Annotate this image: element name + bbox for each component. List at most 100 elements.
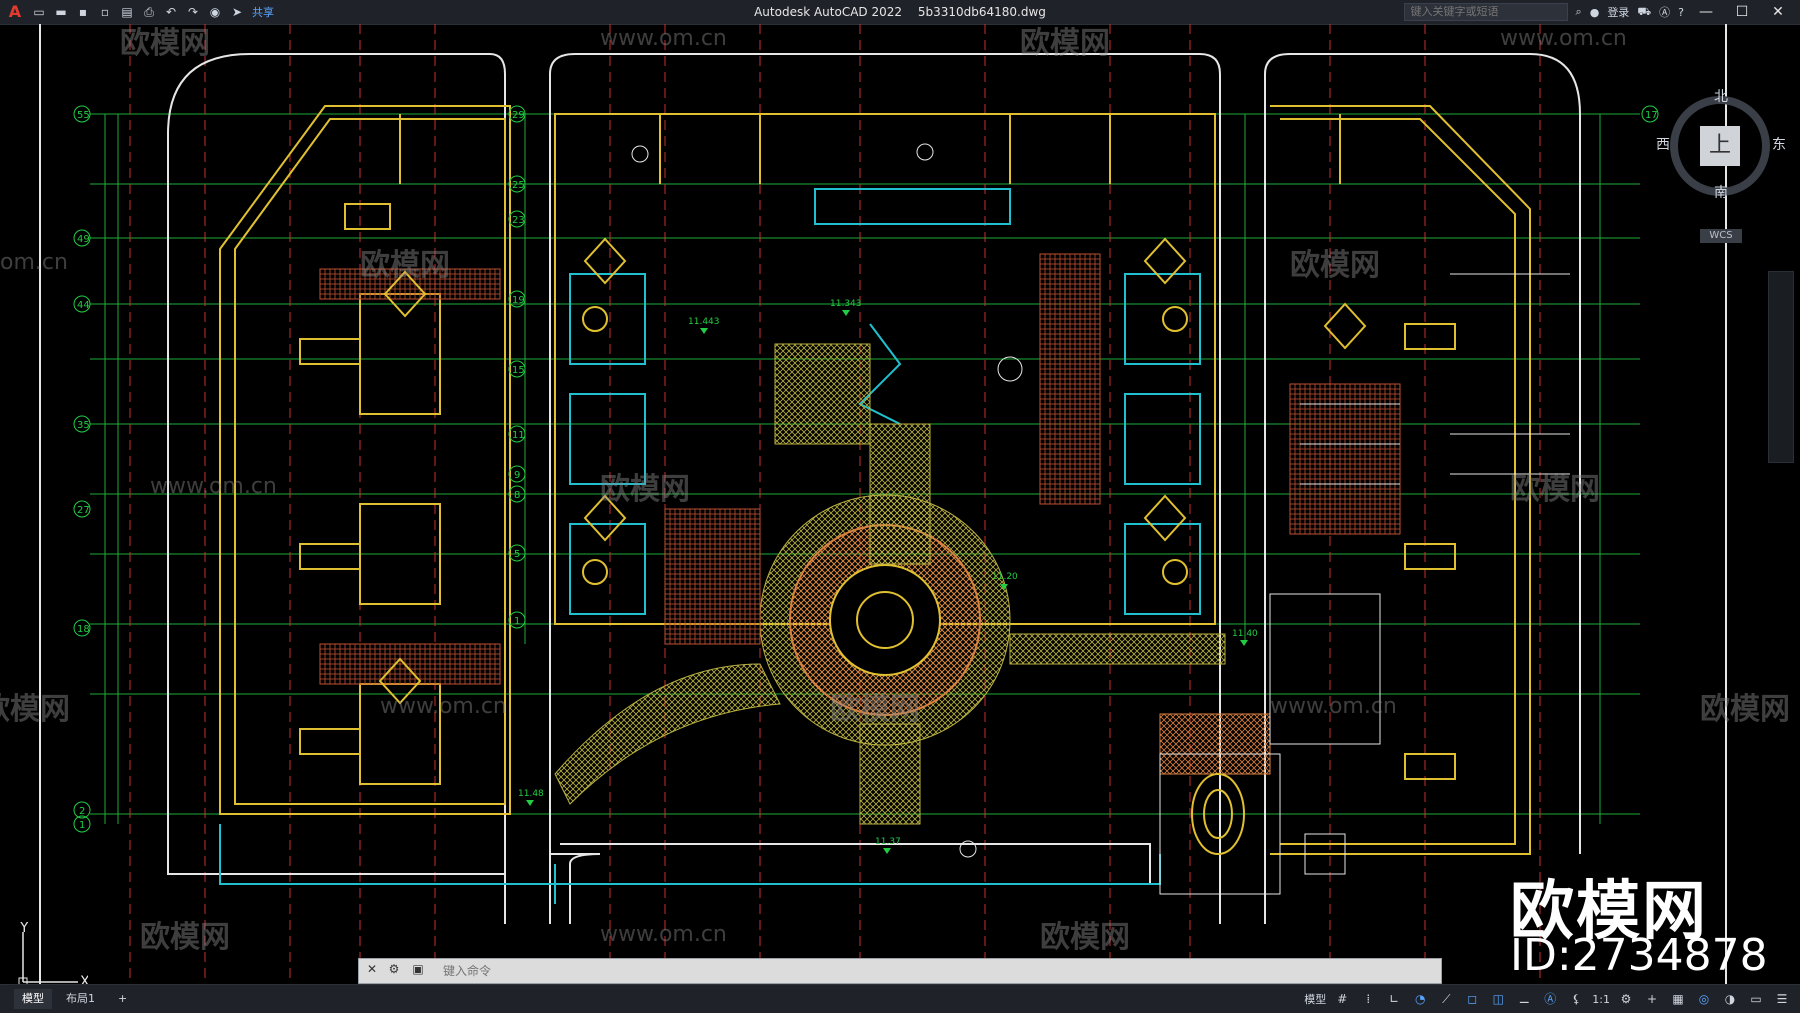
maximize-icon[interactable]: ☐ xyxy=(1735,4,1749,20)
autocad-logo-icon[interactable]: A xyxy=(8,2,22,21)
drawing-area[interactable]: 55 49 44 35 27 18 2 1 29 25 23 19 15 11 … xyxy=(0,24,1800,984)
watermark-brand: 欧模网 xyxy=(1290,248,1380,283)
tab-model[interactable]: 模型 xyxy=(14,989,52,1009)
object-tracking-icon[interactable]: ◫ xyxy=(1492,992,1504,1006)
help-icon[interactable]: ? xyxy=(1678,5,1684,19)
watermark-brand: 欧模网 xyxy=(1510,472,1600,507)
close-icon[interactable]: ✕ xyxy=(366,962,378,976)
open-file-icon[interactable]: ▬ xyxy=(55,5,67,19)
clean-screen-icon[interactable]: ▭ xyxy=(1750,992,1762,1006)
cad-plan-drawing[interactable]: 55 49 44 35 27 18 2 1 29 25 23 19 15 11 … xyxy=(0,24,1800,984)
lineweight-icon[interactable]: ⚊ xyxy=(1518,992,1530,1006)
ucs-y-label: Y xyxy=(19,922,29,936)
units-icon[interactable]: ▦ xyxy=(1672,992,1684,1006)
print-icon[interactable]: ⎙ xyxy=(144,4,154,19)
axis-label-35: 35 xyxy=(77,420,90,431)
add-layout-button[interactable]: + xyxy=(118,992,128,1005)
elevation-label: 11.343 xyxy=(830,299,862,309)
workspace-icon[interactable]: ◉ xyxy=(209,5,221,19)
status-bar: 模型 布局1 + 模型 # ⁞ ∟ ◔ ⟋ ◻ ◫ ⚊ Ⓐ ⚸ 1:1 ⚙ + … xyxy=(0,984,1800,1013)
compass-west[interactable]: 西 xyxy=(1656,137,1670,153)
axis-label-19: 19 xyxy=(512,295,525,306)
quick-properties-icon[interactable]: ◎ xyxy=(1698,992,1710,1006)
new-file-icon[interactable]: ▭ xyxy=(33,5,45,19)
watermark-brand: 欧模网 xyxy=(600,472,690,507)
viewcube-top-face[interactable]: 上 xyxy=(1700,126,1740,166)
watermark-url: www.om.cn xyxy=(600,922,727,947)
building-outlines xyxy=(219,105,1531,855)
axis-label-23: 23 xyxy=(512,215,525,226)
axis-label-44: 44 xyxy=(77,300,90,311)
compass-south[interactable]: 南 xyxy=(1714,185,1728,201)
watermark-brand: 欧模网 xyxy=(1040,920,1130,955)
axis-label-17: 17 xyxy=(1645,110,1658,121)
auto-scale-icon[interactable]: ⚸ xyxy=(1571,992,1581,1006)
annotation-scale[interactable]: 1:1 xyxy=(1592,992,1610,1006)
undo-icon[interactable]: ↶ xyxy=(165,5,177,19)
command-input[interactable] xyxy=(441,959,1425,983)
viewcube[interactable]: 上 北 南 西 东 xyxy=(1656,86,1786,206)
app-name: Autodesk AutoCAD 2022 xyxy=(754,5,903,19)
save-icon[interactable]: ▪ xyxy=(78,5,88,19)
model-id-watermark: ID:2734878 xyxy=(1510,930,1768,981)
brand-watermark: 欧模网 xyxy=(1510,875,1708,949)
watermark-url: www.om.cn xyxy=(380,694,507,719)
ucs-x-label: X xyxy=(80,974,88,984)
watermark-brand: 欧模网 xyxy=(360,248,450,283)
isodraft-icon[interactable]: ⟋ xyxy=(1442,992,1451,1006)
user-icon[interactable]: ● xyxy=(1589,5,1600,19)
annotation-visibility-icon[interactable]: Ⓐ xyxy=(1544,992,1557,1006)
minimize-icon[interactable]: — xyxy=(1699,4,1713,20)
compass-north[interactable]: 北 xyxy=(1714,89,1728,105)
object-snap-icon[interactable]: ◻ xyxy=(1467,992,1478,1006)
watermark-url: www.om.cn xyxy=(150,474,277,499)
site-boundary xyxy=(39,24,1727,984)
share-label[interactable]: 共享 xyxy=(252,6,274,19)
navigation-bar[interactable] xyxy=(1768,271,1794,463)
compass-east[interactable]: 东 xyxy=(1772,137,1786,153)
elevation-label: 11.443 xyxy=(688,317,720,327)
axis-label-8: 8 xyxy=(514,490,520,501)
elevation-label: 11.48 xyxy=(518,789,544,799)
command-line[interactable]: ✕ ⚙ ▣ xyxy=(358,958,1442,984)
ortho-icon[interactable]: ∟ xyxy=(1389,992,1400,1006)
axis-label-29: 29 xyxy=(512,110,525,121)
axis-label-25: 25 xyxy=(512,180,525,191)
snap-icon[interactable]: ⁞ xyxy=(1366,992,1371,1006)
watermark-url: www.om.cn xyxy=(600,26,727,51)
tab-layout1[interactable]: 布局1 xyxy=(66,992,95,1005)
share-icon[interactable]: ➤ xyxy=(231,5,243,19)
grid-icon[interactable]: # xyxy=(1337,992,1348,1006)
title-bar: A ▭ ▬ ▪ ▫ ▤ ⎙ ↶ ↷ ◉ ➤ 共享 Autodesk AutoCA… xyxy=(0,0,1800,25)
plot-icon[interactable]: ▤ xyxy=(121,5,133,19)
watermark-brand: 欧模网 xyxy=(1020,26,1110,61)
login-label[interactable]: 登录 xyxy=(1607,6,1630,19)
gear-icon[interactable]: ⚙ xyxy=(1620,992,1632,1006)
watermark-brand: 欧模网 xyxy=(120,26,210,61)
polar-icon[interactable]: ◔ xyxy=(1415,992,1426,1006)
model-space-label[interactable]: 模型 xyxy=(1304,993,1327,1006)
customize-menu-icon[interactable]: ☰ xyxy=(1776,992,1788,1006)
watermark-url: www.om.cn xyxy=(1500,26,1627,51)
redo-icon[interactable]: ↷ xyxy=(187,5,199,19)
wrench-icon[interactable]: ⚙ xyxy=(388,962,400,976)
watermark-brand: 欧模网 xyxy=(0,692,70,727)
elevation-label: 11.40 xyxy=(1232,629,1258,639)
command-prompt-icon[interactable]: ▣ xyxy=(412,962,424,976)
search-icon[interactable]: ⌕ xyxy=(1575,5,1582,18)
wcs-menu[interactable]: WCS xyxy=(1700,229,1742,243)
axis-label-55: 55 xyxy=(77,110,90,121)
axis-label-18: 18 xyxy=(77,624,90,635)
autodesk-icon[interactable]: Ⓐ xyxy=(1659,6,1671,19)
plus-icon[interactable]: + xyxy=(1646,992,1658,1006)
plaza-paving xyxy=(319,253,1401,825)
isolate-objects-icon[interactable]: ◑ xyxy=(1724,992,1736,1006)
help-search-input[interactable] xyxy=(1403,3,1568,21)
watermark-brand: 欧模网 xyxy=(830,692,920,727)
axis-label-15: 15 xyxy=(512,365,525,376)
close-icon[interactable]: ✕ xyxy=(1772,4,1784,20)
save-as-icon[interactable]: ▫ xyxy=(100,5,110,19)
cart-icon[interactable]: ⛟ xyxy=(1637,4,1652,18)
viewcube-compass-ring[interactable] xyxy=(1670,96,1770,196)
status-toggles: 模型 # ⁞ ∟ ◔ ⟋ ◻ ◫ ⚊ Ⓐ ⚸ 1:1 ⚙ + ▦ ◎ ◑ ▭ ☰ xyxy=(1304,989,1792,1009)
